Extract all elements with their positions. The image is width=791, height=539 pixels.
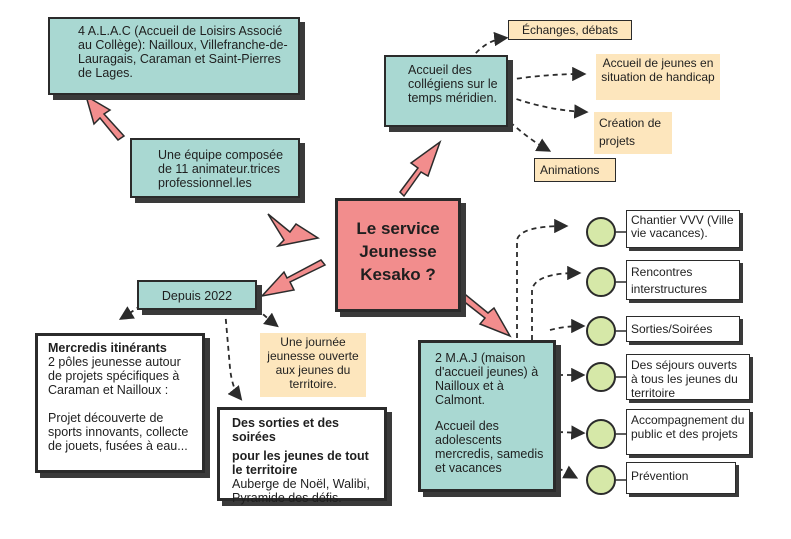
center-line-2: Jeunesse: [359, 242, 437, 261]
journee-box: Une journée jeunesse ouverte aux jeunes …: [260, 333, 366, 397]
item-rencontres: Rencontres interstructures: [626, 260, 740, 300]
sorties-box: Des sorties et des soirées pour les jeun…: [217, 407, 387, 505]
dash-maj-sorties: [549, 318, 586, 334]
dash-maj-rencontres: [531, 265, 582, 340]
alac-text: 4 A.L.A.C (Accueil de Loisirs Associé au…: [78, 24, 288, 80]
item-animations: Animations: [534, 158, 616, 182]
maj-line1: 2 M.A.J (maison d'accueil jeunes) à Nail…: [435, 351, 539, 407]
dash-depuis-sorties: [224, 309, 243, 401]
item-sejours: Des séjours ouverts à tous les jeunes du…: [626, 354, 750, 400]
arrow-to-alac: [84, 94, 126, 142]
dash-meridien-animations: [509, 121, 552, 152]
mercredis-title: Mercredis itinérants: [48, 341, 167, 355]
mercredis-line2: Projet découverte de sports innovants, c…: [48, 411, 189, 453]
dash-maj-prevention: [557, 465, 579, 479]
meridien-text: Accueil des collégiens sur le temps méri…: [408, 63, 498, 105]
item-creation: Création de projets: [594, 112, 672, 154]
arrow-to-meridien: [399, 139, 442, 198]
arrow-to-maj: [460, 293, 512, 338]
bullet-circle-3: [586, 316, 616, 346]
meridien-box: Accueil des collégiens sur le temps méri…: [384, 55, 508, 127]
item-accompagnement: Accompagnement du public et des projets: [626, 409, 750, 455]
item-prevention: Prévention: [626, 462, 736, 494]
dash-maj-chantier: [516, 218, 569, 338]
equipe-box: Une équipe composée de 11 animateur.tric…: [130, 138, 300, 198]
item-sorties-soirees: Sorties/Soirées: [626, 316, 740, 342]
mercredis-box: Mercredis itinérants 2 pôles jeunesse au…: [35, 333, 205, 473]
sorties-title1: Des sorties et des soirées: [232, 416, 339, 444]
depuis-text: Depuis 2022: [161, 289, 233, 303]
center-box: Le service Jeunesse Kesako ?: [335, 198, 461, 312]
alac-box: 4 A.L.A.C (Accueil de Loisirs Associé au…: [48, 17, 300, 95]
arrow-to-equipe: [267, 213, 320, 248]
item-echanges: Échanges, débats: [508, 20, 632, 40]
arrow-to-depuis: [259, 259, 327, 298]
maj-box: 2 M.A.J (maison d'accueil jeunes) à Nail…: [418, 340, 556, 492]
item-chantier: Chantier VVV (Ville vie vacances).: [626, 210, 740, 248]
mercredis-line1: 2 pôles jeunesse autour de projets spéci…: [48, 355, 181, 397]
maj-line2: Accueil des adolescents mercredis, samed…: [435, 419, 544, 475]
bullet-circle-1: [586, 217, 616, 247]
bullet-circle-5: [586, 419, 616, 449]
bullet-circle-6: [586, 465, 616, 495]
equipe-text: Une équipe composée de 11 animateur.tric…: [158, 148, 284, 190]
bullet-circle-4: [586, 362, 616, 392]
bullet-circle-2: [586, 267, 616, 297]
depuis-box: Depuis 2022: [137, 280, 257, 310]
dash-meridien-creation: [507, 95, 589, 119]
dash-maj-accomp: [557, 425, 586, 440]
center-line-1: Le service: [356, 219, 440, 238]
center-line-3: Kesako ?: [360, 265, 436, 284]
dash-meridien-handicap: [507, 66, 587, 82]
sorties-title2: pour les jeunes de tout le territoire: [232, 449, 369, 477]
sorties-body: Auberge de Noël, Walibi, Pyramide des dé…: [232, 477, 370, 505]
item-handicap: Accueil de jeunes en situation de handic…: [596, 54, 720, 100]
